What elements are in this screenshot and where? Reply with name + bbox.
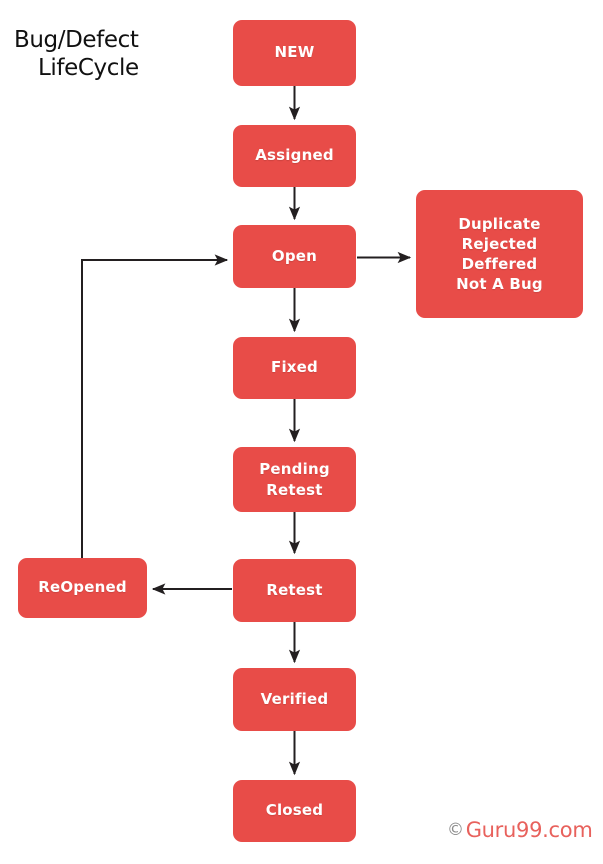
node-verified[interactable]: Verified [233, 668, 356, 731]
node-new[interactable]: NEW [233, 20, 356, 86]
node-pending-retest[interactable]: Pending Retest [233, 447, 356, 512]
node-fixed[interactable]: Fixed [233, 337, 356, 399]
page-title-line-1: Bug/Defect [14, 27, 139, 53]
copyright-icon: © [447, 820, 464, 840]
page-title-line-2: LifeCycle [38, 55, 139, 82]
watermark-text: Guru99.com [465, 818, 593, 842]
node-open[interactable]: Open [233, 225, 356, 288]
node-reopened[interactable]: ReOpened [18, 558, 147, 618]
watermark: ©Guru99.com [447, 818, 593, 842]
node-assigned[interactable]: Assigned [233, 125, 356, 187]
edge-reopened-to-open [81, 254, 229, 558]
node-closed[interactable]: Closed [233, 780, 356, 842]
node-duplicate-rejected-deffered-not-a-bug[interactable]: Duplicate Rejected Deffered Not A Bug [416, 190, 583, 318]
node-retest[interactable]: Retest [233, 559, 356, 622]
